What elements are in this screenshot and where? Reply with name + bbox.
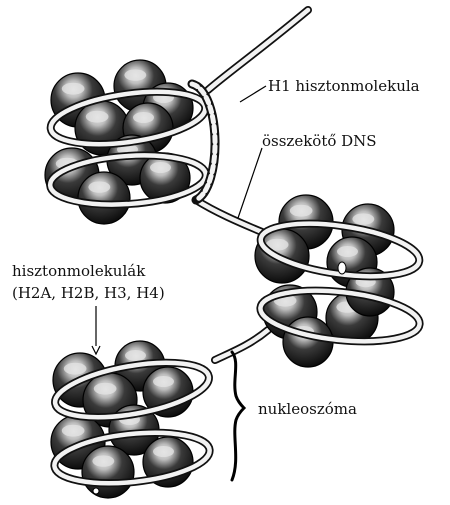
histones-pointer-arrowhead <box>92 346 100 354</box>
histone-sphere <box>82 446 134 498</box>
histone-sphere-highlight <box>150 162 171 173</box>
histone-sphere-highlight <box>290 205 313 217</box>
nucleosome-label: nukleoszóma <box>258 400 357 419</box>
histone-sphere-highlight <box>88 181 110 192</box>
h1-pointer-line <box>240 86 266 102</box>
ring-knot <box>338 262 346 274</box>
h1-histone-label: H1 hisztonmolekula <box>268 77 420 96</box>
histone-sphere-highlight <box>62 83 85 95</box>
linker-pointer-line <box>238 148 262 218</box>
histone-sphere-highlight <box>92 455 114 466</box>
histone-sphere-highlight <box>94 383 117 395</box>
histone-sphere-highlight <box>86 111 109 123</box>
histone-sphere-highlight <box>153 446 174 457</box>
ring-knot <box>93 488 99 494</box>
histone-sphere-highlight <box>62 425 85 437</box>
histone-sphere <box>78 172 130 224</box>
histone-sphere-highlight <box>352 213 374 224</box>
histones-label-title: hisztonmolekulák <box>12 262 145 281</box>
histones-label-list: (H2A, H2B, H3, H4) <box>12 284 165 303</box>
histone-sphere-highlight <box>133 112 154 123</box>
linker-dna-lower-core <box>215 330 268 360</box>
histone-sphere-highlight <box>153 376 174 387</box>
linker-dna-upper-core <box>196 200 262 232</box>
linker-dna-label: összekötő DNS <box>262 132 377 151</box>
histone-sphere-highlight <box>124 69 146 80</box>
histone-sphere-highlight <box>64 363 87 375</box>
histone-sphere-highlight <box>125 350 146 361</box>
nucleosome-brace <box>232 352 244 480</box>
histone-sphere-highlight <box>337 246 358 257</box>
